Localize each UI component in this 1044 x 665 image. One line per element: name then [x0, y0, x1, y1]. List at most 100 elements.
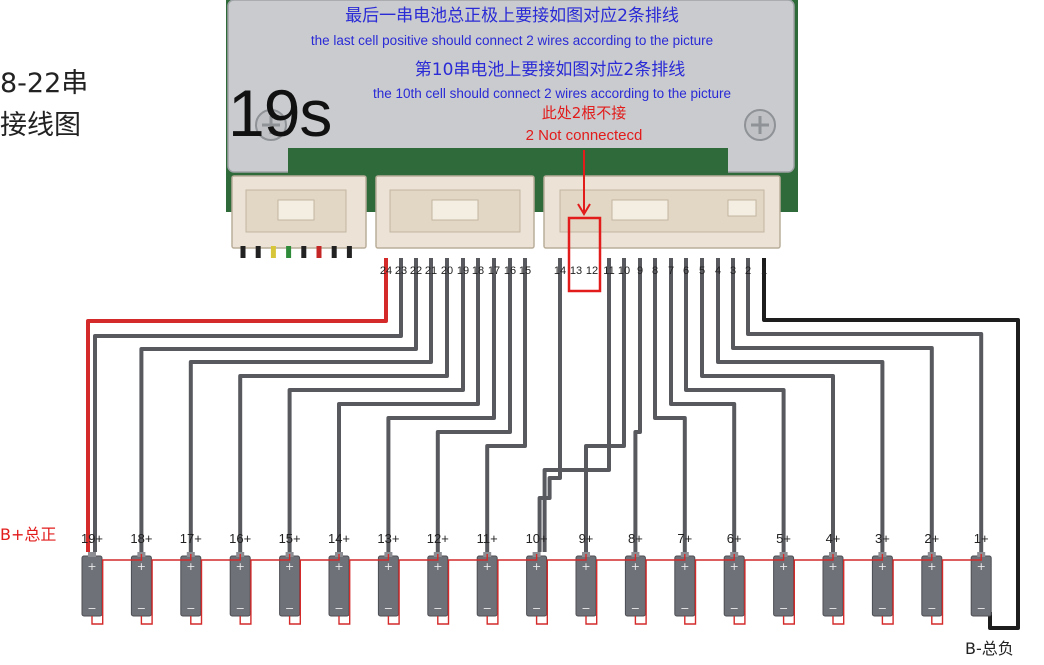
battery-cell: +−	[871, 552, 893, 617]
series-link	[733, 554, 785, 625]
cell-minus-icon: −	[631, 602, 640, 615]
wire-pin-8	[653, 258, 687, 552]
cell-plus-icon: +	[87, 560, 96, 573]
small-connector-pin	[255, 246, 261, 258]
note-not-connected-en: 2 Not connectecd	[525, 127, 643, 144]
pin-label-18: 18	[472, 265, 484, 277]
cell-plus-icon: +	[828, 560, 837, 573]
pin-label-5: 5	[699, 265, 705, 277]
series-link	[338, 554, 390, 625]
cell-plus-icon: +	[137, 560, 146, 573]
cell-minus-icon: −	[828, 602, 837, 615]
cell-minus-icon: −	[581, 602, 590, 615]
pin-label-1: 1	[761, 265, 767, 277]
battery-cell: +−	[229, 552, 251, 617]
pin-label-4: 4	[715, 265, 721, 277]
wire-pin-22	[139, 258, 418, 552]
pin-label-15: 15	[519, 265, 531, 277]
battery-cell: +−	[822, 552, 844, 617]
cover-notch	[288, 148, 728, 174]
note-10th-cell-cn: 第10串电池上要接如图对应2条排线	[414, 60, 686, 80]
cell-label-16+: 16+	[229, 531, 251, 546]
wire-pin-16	[435, 258, 512, 552]
cell-label-13+: 13+	[377, 531, 399, 546]
cell-label-3+: 3+	[875, 531, 890, 546]
series-link	[288, 554, 340, 625]
cell-label-12+: 12+	[427, 531, 449, 546]
wire-pin-17	[386, 258, 496, 552]
wire-pin-6	[684, 258, 786, 552]
series-link	[239, 554, 291, 625]
b-minus-label: B-总负	[965, 639, 1014, 658]
battery-cell: +−	[180, 552, 202, 617]
cell-plus-icon: +	[927, 560, 936, 573]
cell-minus-icon: −	[680, 602, 689, 615]
cell-plus-icon: +	[483, 560, 492, 573]
cell-label-17+: 17+	[180, 531, 202, 546]
pin-label-21: 21	[425, 265, 437, 277]
wire-pin-7	[669, 258, 737, 552]
not-connected-arrow-icon	[577, 150, 591, 216]
cell-label-2+: 2+	[924, 531, 939, 546]
cell-label-19+: 19+	[81, 531, 103, 546]
battery-cell: +−	[328, 552, 350, 617]
cell-plus-icon: +	[236, 560, 245, 573]
wire-pin-3	[731, 258, 934, 552]
cell-label-1+: 1+	[974, 531, 989, 546]
battery-cell: +−	[723, 552, 745, 617]
note-not-connected-cn: 此处2根不接	[541, 104, 627, 122]
note-last-cell-en: the last cell positive should connect 2 …	[310, 33, 714, 48]
cell-minus-icon: −	[878, 602, 887, 615]
diagram-title-line1: 8-22串	[0, 68, 89, 99]
cell-minus-icon: −	[87, 602, 96, 615]
wire-pin-5	[700, 258, 835, 552]
cell-plus-icon: +	[977, 560, 986, 573]
cell-minus-icon: −	[334, 602, 343, 615]
pin-label-24: 24	[380, 265, 392, 277]
cell-plus-icon: +	[384, 560, 393, 573]
small-connector-pin	[331, 246, 337, 258]
connector-large	[543, 175, 781, 249]
battery-cell: +−	[575, 552, 597, 617]
series-link	[387, 554, 439, 625]
series-link	[585, 554, 637, 625]
small-connector-pin	[301, 246, 307, 258]
series-link	[140, 554, 192, 625]
series-link	[684, 554, 735, 625]
cell-minus-icon: −	[483, 602, 492, 615]
connector-small	[231, 175, 367, 249]
cell-label-6+: 6+	[727, 531, 742, 546]
wire-pin-1	[762, 258, 1020, 630]
cell-minus-icon: −	[779, 602, 788, 615]
cell-plus-icon: +	[730, 560, 739, 573]
cell-label-10+: 10+	[526, 531, 548, 546]
battery-cell: +−	[970, 552, 992, 617]
battery-cell: +−	[279, 552, 301, 617]
wire-pin-24	[86, 258, 388, 552]
small-connector-pin	[286, 246, 292, 258]
cell-minus-icon: −	[532, 602, 541, 615]
battery-cell: +−	[476, 552, 498, 617]
series-link	[190, 554, 241, 625]
wire-pin-18	[337, 258, 480, 552]
wire-pin-15	[485, 258, 527, 552]
series-link	[931, 554, 982, 625]
series-link	[486, 554, 538, 625]
pin-label-22: 22	[410, 265, 422, 277]
cell-minus-icon: −	[384, 602, 393, 615]
diagram-title-line2: 接线图	[0, 110, 81, 141]
note-last-cell-cn: 最后一串电池总正极上要接如图对应2条排线	[345, 6, 679, 26]
cell-plus-icon: +	[433, 560, 442, 573]
small-connector-pin	[270, 246, 276, 258]
wire-pin-2	[746, 258, 984, 552]
cell-minus-icon: −	[186, 602, 195, 615]
pin-label-13: 13	[570, 265, 582, 277]
small-connector-pin	[346, 246, 352, 258]
wire-pin-19	[287, 258, 465, 552]
cell-minus-icon: −	[137, 602, 146, 615]
series-link	[535, 554, 587, 625]
battery-cell: +−	[674, 552, 696, 617]
cell-minus-icon: −	[433, 602, 442, 615]
